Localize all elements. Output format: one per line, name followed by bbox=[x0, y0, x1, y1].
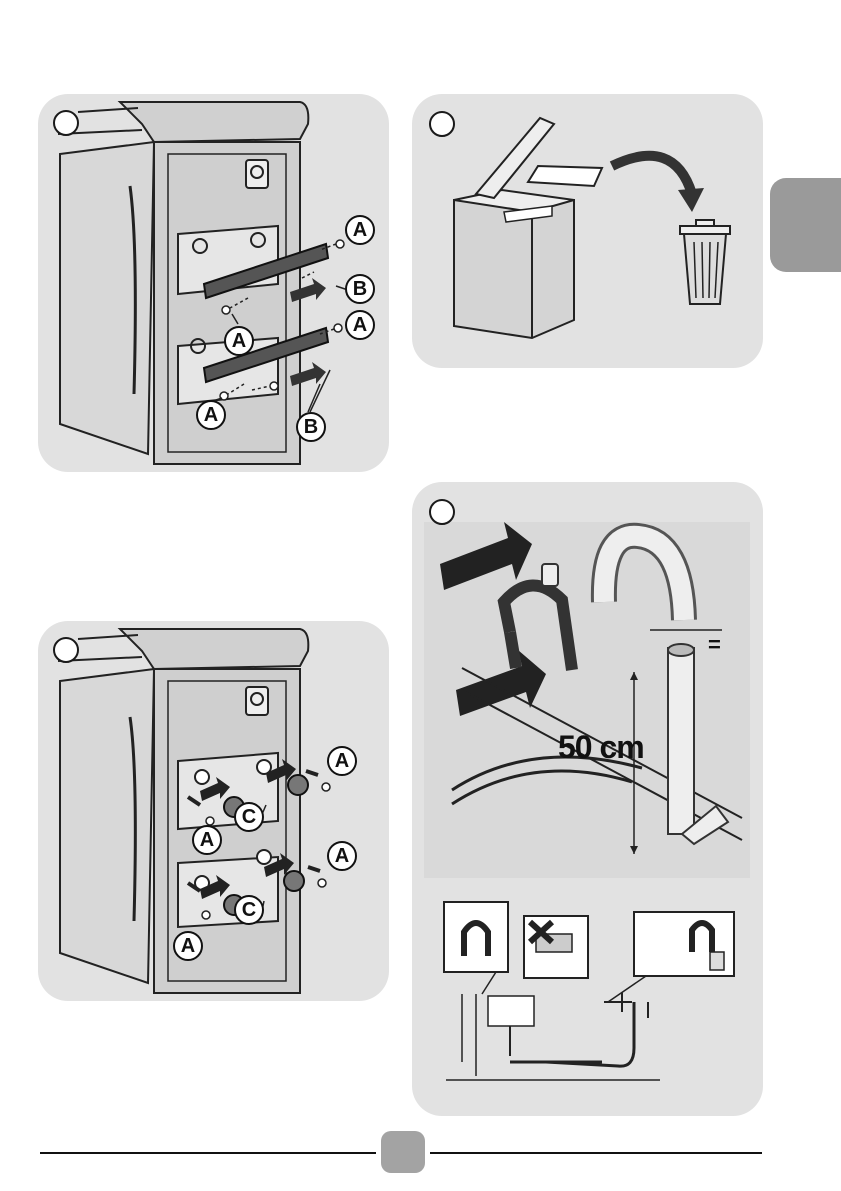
figure-2-drawing bbox=[412, 94, 763, 368]
callout-a: A bbox=[345, 215, 375, 245]
equal-sign: = bbox=[708, 632, 721, 658]
figure-1-number-circle bbox=[53, 110, 79, 136]
callout-a: A bbox=[224, 326, 254, 356]
callout-c: C bbox=[234, 895, 264, 925]
page-number-badge bbox=[381, 1131, 425, 1173]
figure-4-drain-hose: 50 cm = bbox=[412, 482, 763, 1116]
figure-3-number-circle bbox=[53, 637, 79, 663]
height-label: 50 cm bbox=[558, 729, 644, 766]
callout-a: A bbox=[196, 400, 226, 430]
callout-c: C bbox=[234, 802, 264, 832]
callout-a: A bbox=[327, 841, 357, 871]
callout-b: B bbox=[345, 274, 375, 304]
figure-3-drawing bbox=[38, 621, 389, 1001]
footer-line-right bbox=[430, 1152, 762, 1154]
callout-b: B bbox=[296, 412, 326, 442]
figure-4-drawing bbox=[412, 482, 763, 1116]
figure-2-remove-packaging bbox=[412, 94, 763, 368]
callout-a: A bbox=[173, 931, 203, 961]
footer-line-left bbox=[40, 1152, 376, 1154]
figure-2-number-circle bbox=[429, 111, 455, 137]
callout-a: A bbox=[327, 746, 357, 776]
figure-4-number-circle bbox=[429, 499, 455, 525]
figure-1-transit-brackets: A B A A A B bbox=[38, 94, 389, 472]
section-tab bbox=[770, 178, 841, 272]
callout-a: A bbox=[192, 825, 222, 855]
figure-3-cover-caps: A C A A C A bbox=[38, 621, 389, 1001]
callout-a: A bbox=[345, 310, 375, 340]
